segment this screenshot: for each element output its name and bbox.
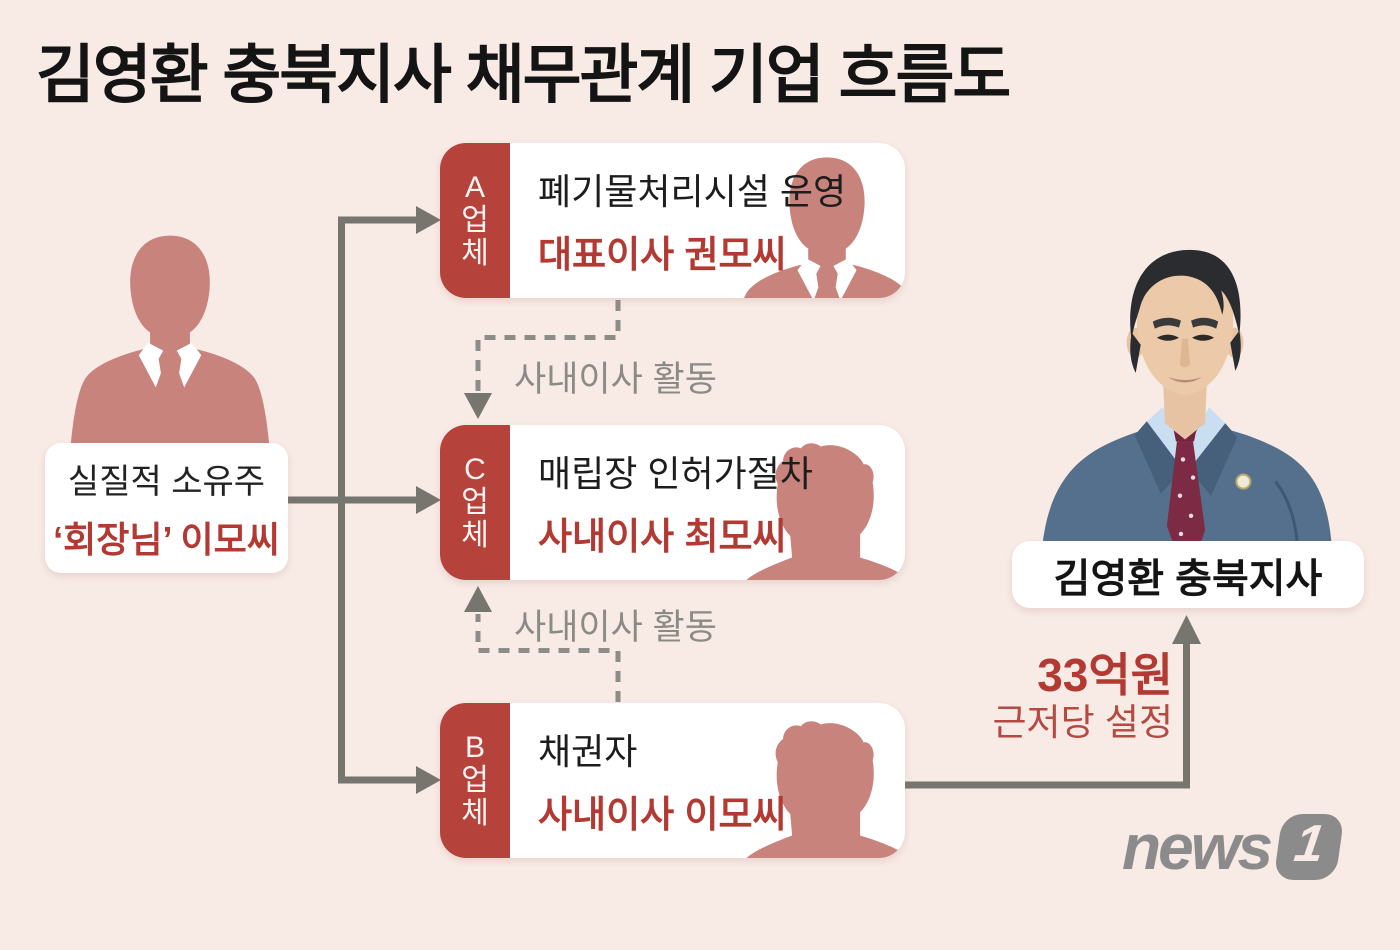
ownership-arrows xyxy=(288,206,441,794)
arrowhead-to-b-icon xyxy=(416,766,441,794)
news1-logo: news 1 xyxy=(1122,811,1345,883)
arrowhead-to-governor-icon xyxy=(1172,615,1201,644)
owner-label-line2: ‘회장님’ 이모씨 xyxy=(53,518,280,560)
news1-logo-number: 1 xyxy=(1290,815,1329,873)
governor-portrait-image xyxy=(1042,249,1332,548)
company-b-text: 채권자 사내이사 이모씨 xyxy=(510,703,787,858)
dotted-line-b-to-c xyxy=(475,614,621,702)
company-box-a: A 업 체 폐기물처리시설 운영 대표이사 권모씨 xyxy=(440,143,905,298)
company-tab-b: B 업 체 xyxy=(440,703,510,858)
tab-char: 업 xyxy=(461,764,489,797)
company-c-person: 사내이사 최모씨 xyxy=(538,516,787,557)
link-label-b-to-c: 사내이사 활동 xyxy=(514,608,717,647)
owner-label: 실질적 소유주 ‘회장님’ 이모씨 xyxy=(45,443,288,573)
mortgage-description: 근저당 설정 xyxy=(992,702,1173,743)
suit-person-icon xyxy=(744,157,905,298)
governor-photo xyxy=(1030,226,1342,548)
company-box-b: B 업 체 채권자 사내이사 이모씨 xyxy=(440,703,905,858)
company-c-text: 매립장 인허가절차 사내이사 최모씨 xyxy=(510,425,813,580)
company-tab-a: A 업 체 xyxy=(440,143,510,298)
company-a-description: 폐기물처리시설 운영 xyxy=(538,171,847,212)
tab-char: 업 xyxy=(461,204,489,237)
ownership-lines xyxy=(288,216,418,784)
mortgage-amount: 33억원 xyxy=(1037,649,1173,701)
dotted-link-a-to-c xyxy=(464,300,621,419)
dotted-arrowhead-down-icon xyxy=(464,393,492,419)
page-title: 김영환 충북지사 채무관계 기업 흐름도 xyxy=(36,39,1011,111)
company-a-silhouette xyxy=(733,152,905,298)
tab-char: 체 xyxy=(461,237,489,270)
tab-char: C xyxy=(464,453,486,486)
arrowhead-to-c-icon xyxy=(416,486,441,514)
owner-label-line1: 실질적 소유주 xyxy=(67,462,266,501)
company-b-person: 사내이사 이모씨 xyxy=(538,794,787,835)
company-tab-c: C 업 체 xyxy=(440,425,510,580)
news1-logo-text: news xyxy=(1122,811,1273,883)
company-c-description: 매립장 인허가절차 xyxy=(538,453,813,494)
tab-char: 체 xyxy=(461,797,489,830)
mortgage-line xyxy=(903,642,1190,789)
company-a-text: 폐기물처리시설 운영 대표이사 권모씨 xyxy=(510,143,846,298)
company-box-c: C 업 체 매립장 인허가절차 사내이사 최모씨 xyxy=(440,425,905,580)
person-icon xyxy=(746,443,905,580)
company-a-person: 대표이사 권모씨 xyxy=(538,234,787,275)
governor-label: 김영환 충북지사 xyxy=(1012,541,1364,608)
link-label-a-to-c: 사내이사 활동 xyxy=(514,360,717,399)
tab-char: 체 xyxy=(461,519,489,552)
dotted-link-b-to-c xyxy=(464,586,621,702)
company-b-description: 채권자 xyxy=(538,731,638,772)
owner-silhouette xyxy=(70,230,270,448)
company-b-silhouette xyxy=(733,712,905,858)
person-icon xyxy=(746,721,905,858)
dotted-arrowhead-up-icon xyxy=(464,586,492,612)
tab-char: A xyxy=(464,171,485,204)
mortgage-annotation: 33억원 근저당 설정 xyxy=(900,650,1173,744)
company-c-silhouette xyxy=(733,434,905,580)
dotted-line-a-to-c xyxy=(475,300,621,392)
suit-person-icon xyxy=(70,235,270,448)
tab-char: 업 xyxy=(461,486,489,519)
tab-char: B xyxy=(464,731,485,764)
mortgage-arrow xyxy=(903,615,1201,789)
arrowhead-to-a-icon xyxy=(416,206,441,234)
news1-logo-block: 1 xyxy=(1273,814,1345,880)
